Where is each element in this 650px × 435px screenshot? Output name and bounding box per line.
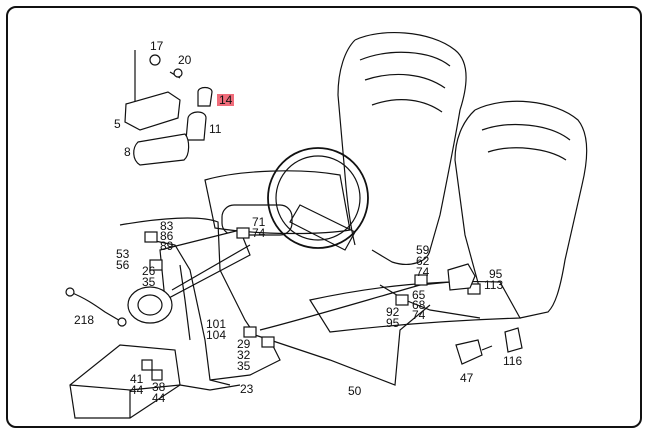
steering-wheel	[221, 147, 369, 251]
callout-14-highlighted: 14	[217, 93, 235, 107]
small-parts	[447, 263, 523, 365]
callout-104: 104	[206, 328, 227, 342]
callout-50: 50	[348, 384, 362, 398]
control-unit	[69, 344, 181, 419]
callout-62: 62	[416, 254, 430, 268]
sensor-cable	[65, 287, 127, 327]
callout-32: 32	[237, 348, 251, 362]
callout-41: 41	[130, 372, 144, 386]
callout-74c: 74	[412, 308, 426, 322]
callout-59: 59	[416, 243, 430, 257]
diagram-frame	[6, 6, 642, 428]
callout-65: 65	[412, 288, 426, 302]
airbag-components	[124, 50, 213, 166]
callout-116: 116	[503, 354, 523, 368]
callout-95b: 95	[386, 316, 400, 330]
callout-11: 11	[209, 122, 222, 136]
callout-29: 29	[237, 337, 251, 351]
callout-74a: 74	[252, 226, 266, 240]
callout-47: 47	[460, 371, 474, 385]
callout-89: 89	[160, 239, 174, 253]
front-seat	[204, 32, 467, 265]
callout-68: 68	[412, 298, 426, 312]
callout-35b: 35	[237, 359, 251, 373]
callout-35a: 35	[142, 275, 156, 289]
callout-56: 56	[116, 258, 130, 272]
callout-38: 38	[152, 380, 166, 394]
callout-101: 101	[206, 317, 227, 331]
wiring-harness	[119, 217, 481, 391]
callout-5: 5	[114, 117, 121, 131]
callout-83: 83	[160, 219, 174, 233]
callout-113: 113	[484, 278, 504, 292]
callout-20: 20	[178, 53, 192, 67]
callout-95a: 95	[489, 267, 503, 281]
callout-74b: 74	[416, 265, 430, 279]
callout-44a: 44	[130, 383, 144, 397]
callout-17: 17	[150, 39, 164, 53]
callout-86: 86	[160, 229, 174, 243]
callout-92: 92	[386, 305, 400, 319]
callout-53: 53	[116, 247, 130, 261]
callout-26: 26	[142, 264, 156, 278]
callout-71: 71	[252, 215, 266, 229]
rear-seat	[309, 100, 588, 333]
callout-23: 23	[240, 382, 254, 396]
callout-218: 218	[74, 313, 95, 327]
callout-8: 8	[124, 145, 131, 159]
callout-44b: 44	[152, 391, 166, 405]
